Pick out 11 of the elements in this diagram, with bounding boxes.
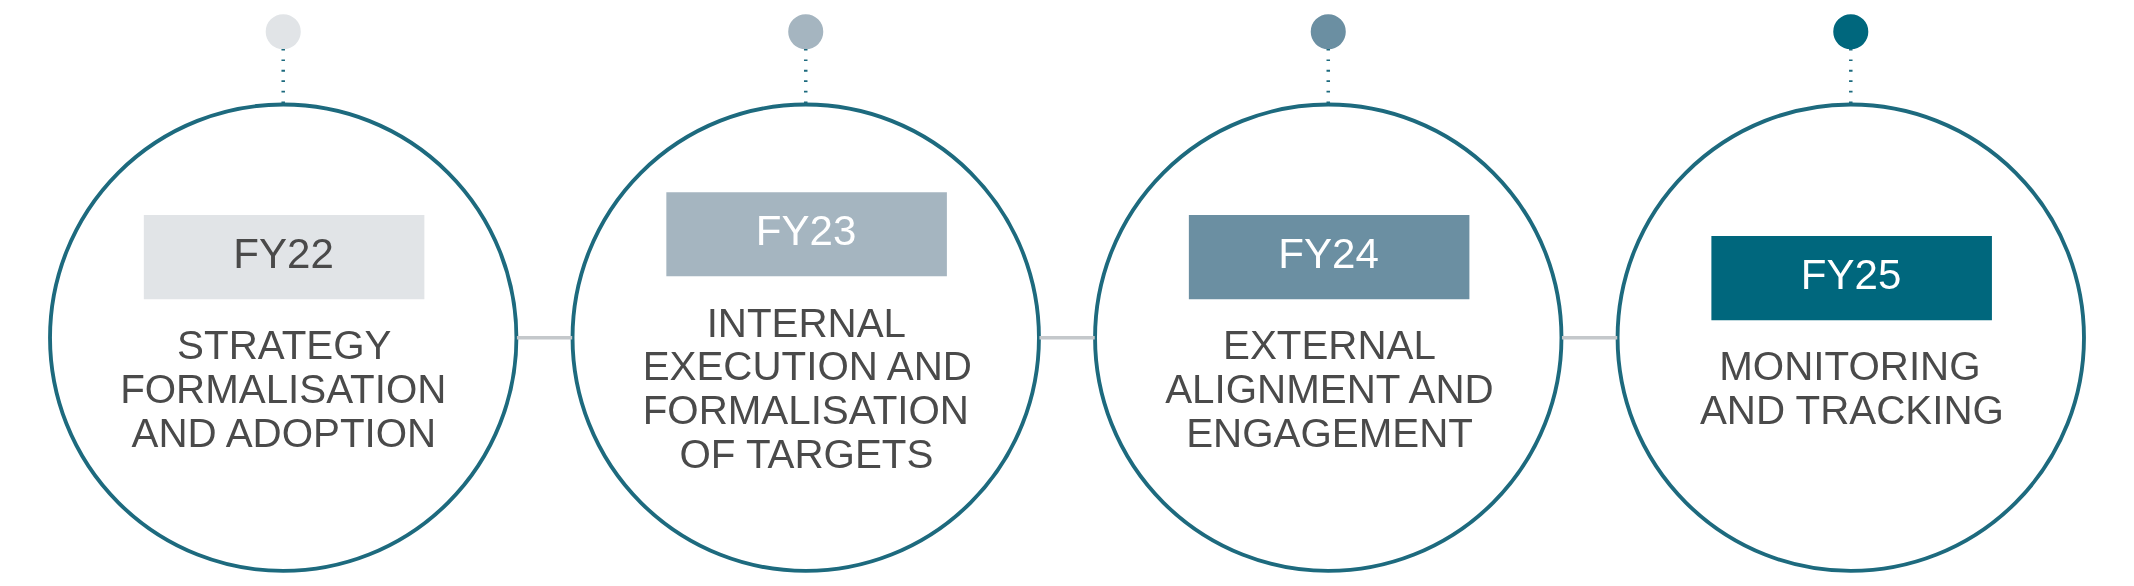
connector xyxy=(1039,335,1095,340)
node-circle xyxy=(1310,14,1346,50)
node-circle xyxy=(265,14,301,50)
connector xyxy=(1561,335,1618,340)
node-circle: FY22 STRATEGY FORMALISATION AND ADOPTION xyxy=(48,102,519,573)
node-circle: FY25 MONITORING AND TRACKING xyxy=(1615,102,2086,573)
node-circle xyxy=(788,14,824,50)
node-circle xyxy=(1833,14,1869,50)
node-circle: FY23 INTERNAL EXECUTION AND FORMALISATION OF TARGETS xyxy=(570,102,1041,573)
node-circle: FY24 EXTERNAL ALIGNMENT AND ENGAGEMENT xyxy=(1093,102,1564,573)
connector xyxy=(516,335,573,340)
